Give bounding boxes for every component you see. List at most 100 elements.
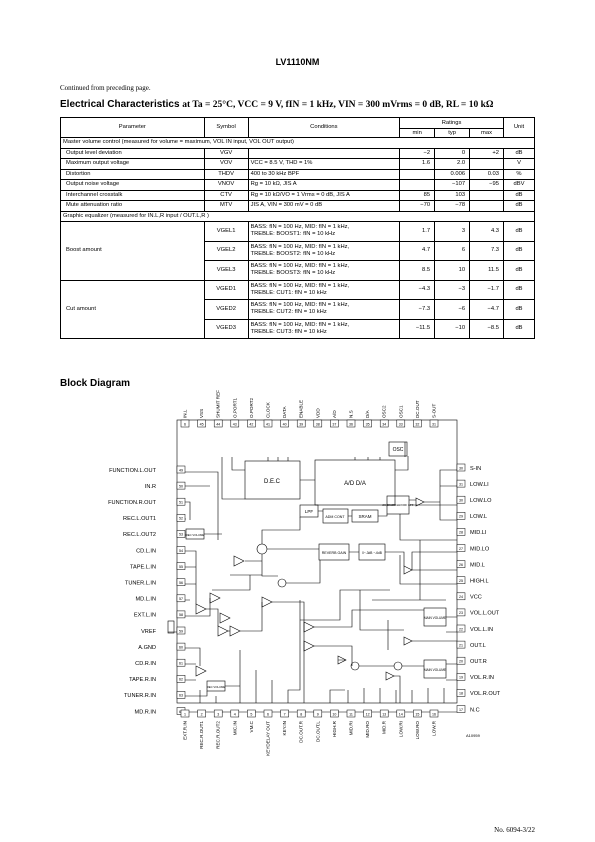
- pin-box: [456, 495, 466, 504]
- left-pin: 56 TUNER.L.IN: [125, 578, 186, 587]
- param-cell: Output noise voltage: [60, 179, 205, 191]
- pin-box: [313, 709, 323, 718]
- typ-cell: 0.006: [434, 168, 471, 180]
- pin-number: 56: [179, 581, 183, 585]
- pin-label: VREF: [141, 629, 157, 635]
- unit-cell: dB: [503, 240, 535, 261]
- boost-amount-label: Boost amount: [60, 221, 205, 281]
- pin-number: 50: [179, 484, 183, 488]
- ec-title-main: Electrical Characteristics: [60, 99, 180, 110]
- pin-box: [280, 419, 289, 428]
- pin-box: [313, 419, 323, 428]
- pin-label: FUNCTION.L.OUT: [109, 468, 157, 474]
- pin-number: 26: [459, 563, 463, 567]
- pin-number: 2: [201, 713, 203, 717]
- col-parameter: Parameter: [60, 117, 205, 138]
- rec-vol-l-label: REC VOLUME: [186, 533, 205, 537]
- pin-number: 31: [459, 482, 463, 486]
- pin-box: [176, 514, 186, 522]
- adm-label: ADM CONT: [325, 515, 345, 519]
- ec-title-conditions: at Ta = 25°C, VCC = 9 V, fIN = 1 kHz, VI…: [182, 100, 494, 110]
- param-cell: Output level deviation: [60, 147, 205, 159]
- pin-label: HIGH.L: [470, 579, 489, 585]
- pin-box: [456, 640, 466, 649]
- pin-number: 44: [216, 423, 220, 427]
- max-cell: −4.7: [469, 299, 504, 320]
- max-cell: [469, 158, 504, 170]
- param-cell: Mute attenuation ratio: [60, 200, 205, 212]
- pin-number: 60: [179, 645, 183, 649]
- pin-box: [176, 594, 186, 603]
- pin-box: [176, 578, 186, 586]
- pin-box: [346, 709, 356, 718]
- pin-label: CD.L.IN: [136, 548, 156, 554]
- pin-label: REC.L.OUT2: [123, 532, 156, 538]
- pin-label: MID.R: [382, 720, 387, 734]
- col-ratings: Ratings: [399, 117, 504, 129]
- pin-number: 63: [179, 694, 183, 698]
- pin-number: 61: [179, 662, 183, 666]
- pin-number: 41: [266, 423, 270, 427]
- pin-number: 58: [179, 613, 183, 617]
- param-cell: Distortion: [60, 168, 205, 180]
- pin-label: O.PORT1: [232, 397, 237, 418]
- pin-label: LOW.RO: [415, 721, 420, 740]
- pin-number: 19: [459, 676, 463, 680]
- part-number-header: LV1110NM: [275, 57, 320, 67]
- min-cell: [399, 168, 436, 180]
- typ-cell: 6: [434, 240, 471, 261]
- pin-box: [456, 528, 466, 536]
- unit-cell: dB: [503, 147, 535, 159]
- lpf-label: LPF: [305, 509, 314, 514]
- conditions-line-2: TREBLE: BOOST2: fIN = 10 kHz: [250, 250, 336, 257]
- pin-label: DC.OUT.R: [299, 720, 304, 742]
- pin-number: 49: [179, 468, 183, 472]
- pin-box: [456, 560, 466, 568]
- min-cell: 1.6: [399, 158, 436, 170]
- pin-box: [247, 419, 256, 428]
- pin-box: [296, 419, 306, 428]
- pin-box: [247, 709, 256, 718]
- rec-vol-r-label: REC VOLUME: [207, 685, 226, 689]
- symbol-cell: VGV: [203, 147, 249, 159]
- col-max: max: [469, 128, 504, 138]
- conditions-cell: [247, 147, 401, 159]
- typ-cell: 10: [434, 260, 471, 281]
- pin-label: OUT.R: [470, 659, 487, 665]
- unit-cell: dBV: [503, 179, 535, 191]
- pin-label: VDD: [315, 408, 320, 418]
- pin-label: TUNER.L.IN: [125, 581, 156, 587]
- max-cell: 4.3: [469, 221, 504, 242]
- max-cell: −1.7: [469, 279, 504, 300]
- pin-box: [456, 656, 466, 665]
- pin-label: FUNCTION.R.OUT: [108, 500, 156, 506]
- typ-cell: 3: [434, 221, 471, 242]
- pin-box: [213, 709, 223, 718]
- conditions-line-2: TREBLE: CUT3: fIN = 10 kHz: [250, 328, 327, 335]
- pin-label: S-IN: [470, 466, 481, 472]
- pin-number: 17: [459, 708, 463, 712]
- pin-box: [296, 709, 306, 718]
- min-cell: 8.5: [399, 260, 436, 281]
- pin-box: [176, 626, 186, 635]
